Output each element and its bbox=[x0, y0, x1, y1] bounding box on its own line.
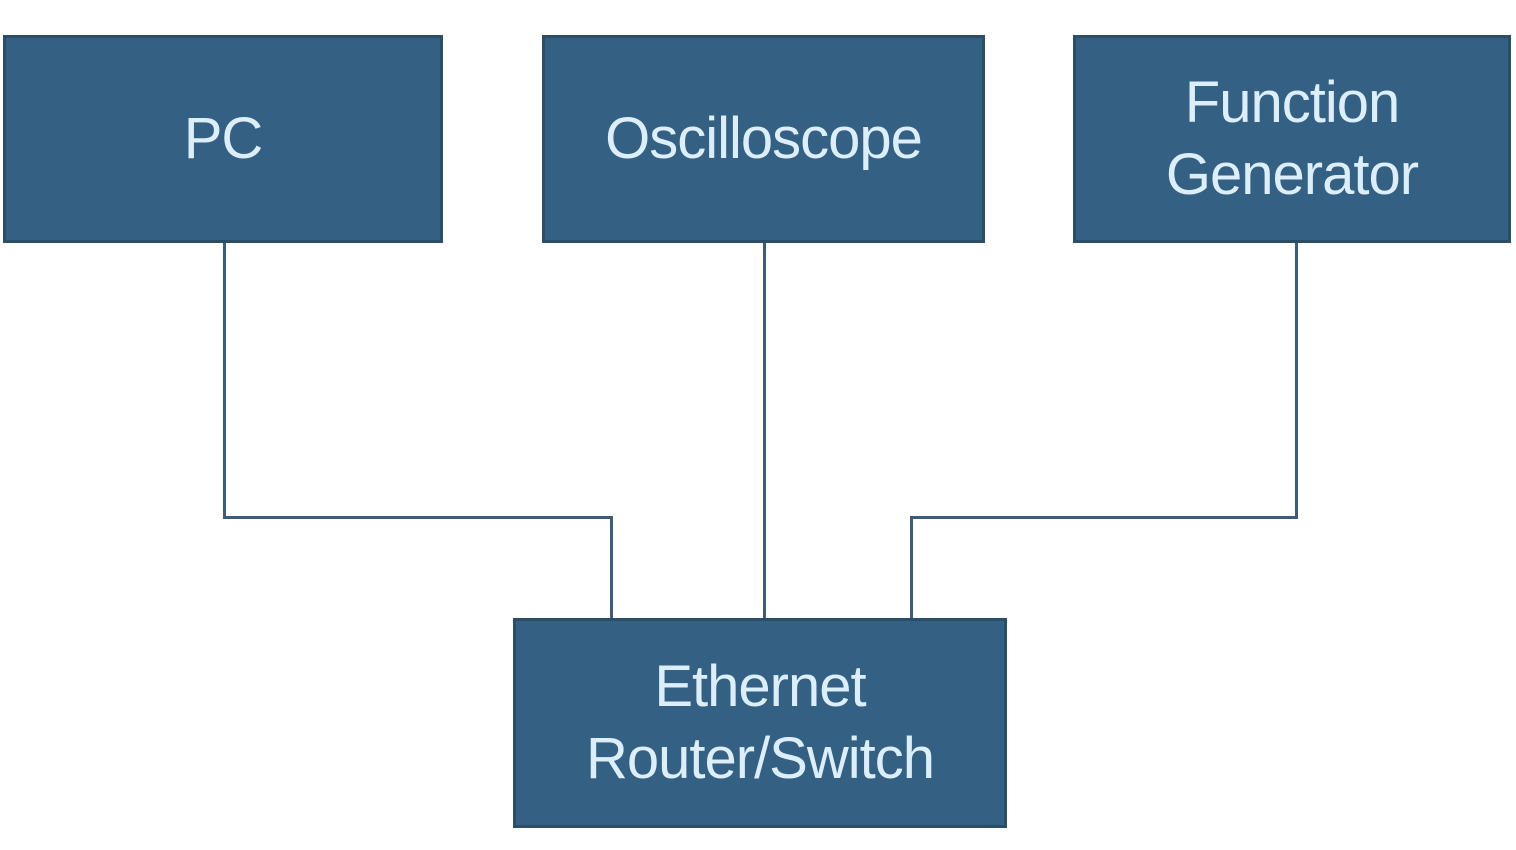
node-pc-label: PC bbox=[183, 105, 264, 171]
node-ethernet-router-switch-label: Ethernet Router/Switch bbox=[585, 653, 935, 792]
node-ethernet-router-switch: Ethernet Router/Switch bbox=[513, 618, 1007, 828]
node-function-generator-label: Function Generator bbox=[1165, 69, 1419, 208]
node-oscilloscope-label: Oscilloscope bbox=[605, 105, 923, 171]
edge-pc-to-router bbox=[223, 243, 613, 618]
node-function-generator: Function Generator bbox=[1073, 35, 1511, 243]
edge-function-generator-to-router bbox=[910, 243, 1298, 618]
node-oscilloscope: Oscilloscope bbox=[542, 35, 985, 243]
node-pc: PC bbox=[3, 35, 443, 243]
